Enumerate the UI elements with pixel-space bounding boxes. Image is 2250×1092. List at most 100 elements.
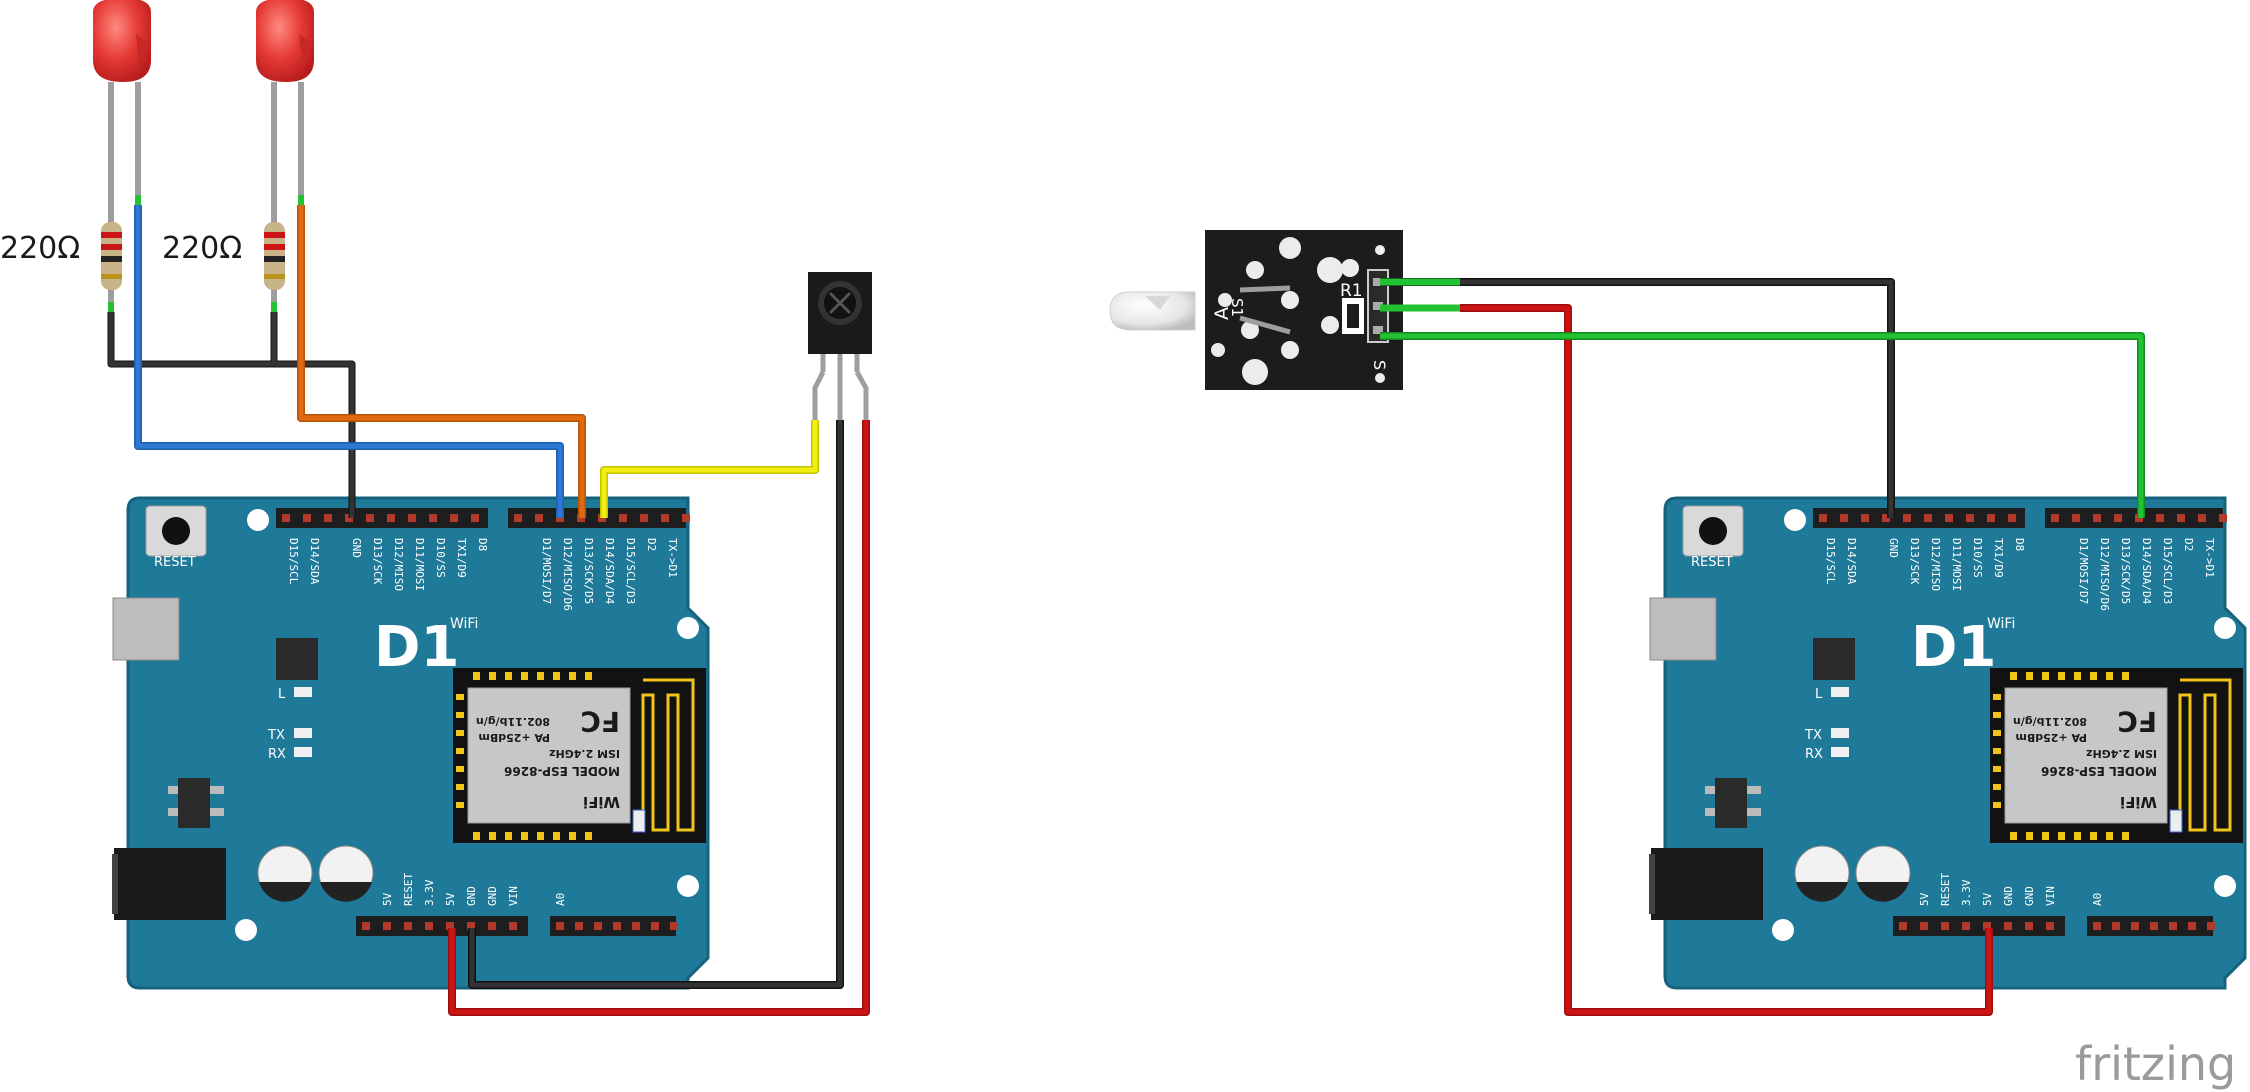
pin-label: D14/SDA/D4 — [2140, 538, 2153, 605]
header-pin — [509, 922, 517, 930]
header-pin — [387, 514, 395, 522]
header-pin — [1983, 922, 1991, 930]
pin-label: RX<-D0 — [687, 538, 700, 578]
header-pin — [2025, 922, 2033, 930]
pin-label: TX->D1 — [666, 538, 679, 578]
pin-label: D8 — [2013, 538, 2026, 551]
header-pin — [2093, 514, 2101, 522]
header-pin — [2198, 514, 2206, 522]
header-pin — [619, 514, 627, 522]
usb-chip — [1813, 638, 1855, 680]
header-pin — [362, 922, 370, 930]
usb-port — [112, 597, 180, 661]
header-pin — [1987, 514, 1995, 522]
wire-black-ir — [468, 420, 844, 989]
wire-black-tx — [1380, 278, 1895, 518]
dc-jack — [1651, 848, 1763, 920]
header-pin — [366, 514, 374, 522]
ir-transmitter-module: R1 S1 A - S — [1205, 230, 1403, 390]
wire-blue — [134, 205, 564, 518]
led-rx — [294, 747, 312, 757]
reset-label: RESET — [154, 555, 196, 570]
header-pin — [2004, 922, 2012, 930]
header-pin — [404, 922, 412, 930]
header-pin — [2072, 514, 2080, 522]
board-logo-suffix: WiFi — [1987, 616, 2015, 632]
header-pin — [1945, 514, 1953, 522]
pin-label: VIN — [507, 886, 520, 906]
pin-label: D14/SDA — [308, 538, 321, 585]
pin-label: D13/SCK/D5 — [582, 538, 595, 604]
ir-receiver — [808, 272, 872, 420]
header-pin — [282, 514, 290, 522]
smd-led — [2169, 809, 2183, 833]
resistor-1-label: 220Ω — [0, 231, 80, 266]
pin-label: D8 — [476, 538, 489, 551]
fritzing-watermark: fritzing — [2075, 1037, 2236, 1091]
led-l — [1831, 687, 1849, 697]
header-pin — [446, 922, 454, 930]
pin-label: D11/MOSI — [413, 538, 426, 591]
pin-label: D13/SCK/D5 — [2119, 538, 2132, 604]
header-pin — [1962, 922, 1970, 930]
d1-board-right: RESET L TX RX D1 WiFi — [1649, 496, 2247, 990]
board-logo-suffix: WiFi — [450, 616, 478, 632]
module-pa: PA +25dBm — [478, 731, 550, 744]
wire-green-tx — [1380, 332, 2145, 518]
header-pin — [640, 514, 648, 522]
voltage-regulator — [1705, 778, 1761, 828]
pin-labels-bottom-right: A0 — [554, 893, 567, 906]
header-pin — [2156, 514, 2164, 522]
ir-anode-label: A — [1211, 307, 1233, 320]
header-pin — [632, 922, 640, 930]
header-pin — [556, 922, 564, 930]
pin-label: GND — [2023, 886, 2036, 906]
module-std: 802.11b/g/n — [476, 715, 550, 728]
led-l — [294, 687, 312, 697]
led-rx-label: RX — [1805, 747, 1823, 762]
pin-label: TX1/D9 — [455, 538, 468, 578]
esp8266-module: WiFi MODEL ESP-8266 ISM 2.4GHz PA +25dBm… — [453, 668, 706, 843]
pin-label: D2 — [2182, 538, 2195, 551]
header-pin — [682, 514, 690, 522]
led-tx-label: TX — [1804, 728, 1822, 743]
pin-label: RX<-D0 — [2224, 538, 2237, 578]
wire-yellow — [600, 420, 819, 518]
resistor-1 — [101, 190, 122, 312]
module-ism: ISM 2.4GHz — [549, 747, 620, 760]
pin-label: GND — [2002, 886, 2015, 906]
board-logo: D1 — [374, 615, 459, 680]
ir-s1-label: S1 — [1228, 298, 1246, 317]
pin-label: D15/SCL/D3 — [624, 538, 637, 604]
usb-port — [1649, 597, 1717, 661]
pin-label: 5V — [1918, 892, 1931, 906]
module-wifi: WiFi — [583, 793, 620, 811]
header-pin — [2046, 922, 2054, 930]
reset-label: RESET — [1691, 555, 1733, 570]
reset-button[interactable] — [145, 505, 207, 557]
header-pin — [1899, 922, 1907, 930]
pin-label: GND — [1887, 538, 1900, 558]
pin-label: A0 — [2091, 893, 2104, 906]
header-pin — [1882, 514, 1890, 522]
header-pin — [425, 922, 433, 930]
wire-red-ir — [448, 420, 870, 1016]
resistor-2-label: 220Ω — [162, 231, 242, 266]
header-pin — [2177, 514, 2185, 522]
d1-board-left: RESET L TX RX D1 — [112, 496, 710, 990]
reset-button[interactable] — [1682, 505, 1744, 557]
led-tx — [1831, 728, 1849, 738]
pin-label: 3.3V — [1960, 879, 1973, 906]
pin-label: D15/SCL — [287, 538, 300, 585]
header-pin — [2112, 922, 2120, 930]
pin-label: D14/SDA/D4 — [603, 538, 616, 605]
board-logo: D1 — [1911, 615, 1996, 680]
header-top-right — [508, 508, 686, 528]
header-pin — [2150, 922, 2158, 930]
header-pin — [2051, 514, 2059, 522]
pin-label: 3.3V — [423, 879, 436, 906]
header-pin — [2131, 922, 2139, 930]
ir-led — [1109, 291, 1196, 331]
